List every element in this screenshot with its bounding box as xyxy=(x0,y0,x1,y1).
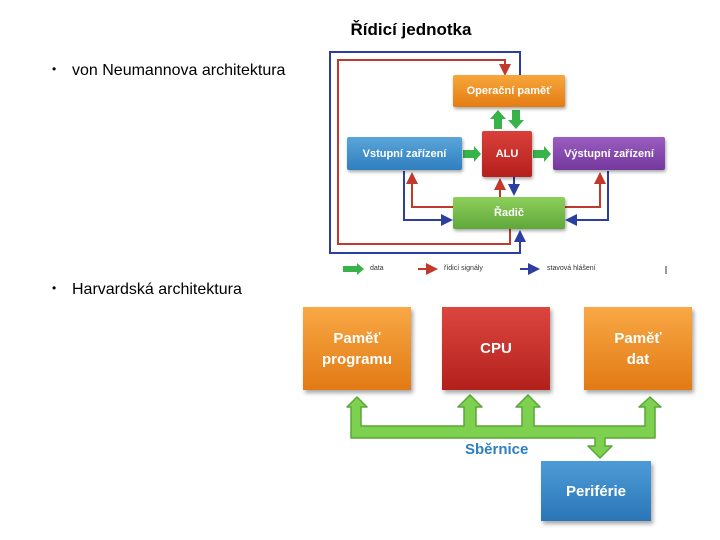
vn-input-box: Vstupní zařízení xyxy=(347,137,462,170)
vn-memory-box: Operační paměť xyxy=(453,75,565,107)
status-line-outer xyxy=(329,51,526,254)
data-arrow-input-alu xyxy=(463,146,481,162)
harvard-program-memory-box: Paměť programu xyxy=(303,307,411,390)
harvard-cpu-box: CPU xyxy=(442,307,550,390)
vn-output-box: Výstupní zařízení xyxy=(553,137,665,170)
harvard-data-memory-box: Paměť dat xyxy=(584,307,692,390)
vn-alu-box: ALU xyxy=(482,131,532,177)
bullet-harvard: •Harvardská architektura xyxy=(52,281,242,298)
status-line-input xyxy=(403,171,453,226)
bus-shape xyxy=(346,394,662,459)
harvard-bus-label: Sběrnice xyxy=(465,441,529,458)
status-line-output xyxy=(565,171,609,226)
legend-data-mark xyxy=(343,263,364,275)
legend-status-label: stavová hlášení xyxy=(547,265,596,272)
slide-title: Řídicí jednotka xyxy=(350,20,472,39)
data-arrow-alu-memory xyxy=(490,110,506,129)
data-arrow-alu-output xyxy=(533,146,551,162)
control-line-output xyxy=(565,172,606,208)
vn-controller-box: Řadič xyxy=(453,197,565,229)
harvard-peripherals-box: Periférie xyxy=(541,461,651,521)
control-line-outer xyxy=(337,59,511,245)
control-line-input xyxy=(406,172,453,208)
legend-control-label: řídicí signály xyxy=(444,265,483,272)
bullet-von-neumann: •von Neumannova architektura xyxy=(52,62,286,79)
legend-data-label: data xyxy=(370,265,384,272)
data-arrow-memory-alu xyxy=(508,110,524,129)
